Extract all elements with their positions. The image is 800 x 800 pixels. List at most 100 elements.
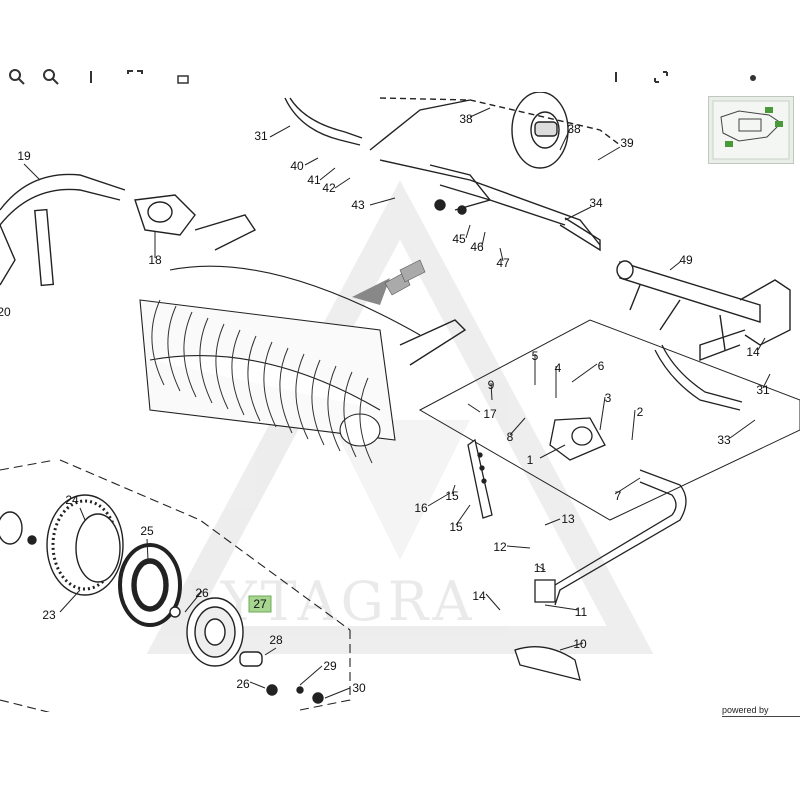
tine — [327, 365, 341, 452]
callout-29[interactable]: 29 — [323, 659, 337, 673]
callout-49[interactable]: 49 — [679, 253, 693, 267]
wheel-assembly — [0, 459, 351, 712]
highlight-part-27[interactable] — [248, 595, 272, 613]
callout-leader — [485, 593, 501, 611]
callout-leader — [490, 382, 493, 401]
callout-leader — [544, 604, 579, 611]
callout-leader — [249, 681, 266, 689]
callout-31[interactable]: 31 — [756, 383, 770, 397]
callout-28[interactable]: 28 — [269, 633, 283, 647]
callout-leader — [269, 125, 291, 138]
callout-39[interactable]: 39 — [620, 136, 634, 150]
callout-leader — [559, 128, 571, 151]
callout-12[interactable]: 12 — [493, 540, 507, 554]
callout-18[interactable]: 18 — [148, 253, 162, 267]
settings-icon[interactable] — [742, 66, 764, 88]
callout-26[interactable]: 26 — [195, 586, 209, 600]
print-icon[interactable] — [172, 66, 194, 88]
callout-leader — [369, 197, 396, 206]
callout-17[interactable]: 17 — [483, 407, 497, 421]
callout-leader — [537, 565, 546, 571]
callout-14[interactable]: 14 — [746, 345, 760, 359]
callout-11[interactable]: 11 — [575, 605, 588, 619]
callout-15[interactable]: 15 — [449, 520, 463, 534]
parts-diagram: LYTAGRA — [0, 92, 800, 712]
callout-46[interactable]: 46 — [470, 240, 484, 254]
callout-5[interactable]: 5 — [532, 349, 539, 363]
callout-14[interactable]: 14 — [472, 589, 486, 603]
callout-24[interactable]: 24 — [65, 493, 79, 507]
callout-leader — [427, 492, 451, 507]
callout-38[interactable]: 38 — [567, 122, 581, 136]
callout-leader — [499, 247, 504, 262]
linkage-assembly — [418, 319, 800, 681]
tine — [167, 305, 181, 392]
callout-leader — [481, 231, 486, 247]
zoom-out-icon[interactable] — [6, 66, 28, 88]
callout-7[interactable]: 7 — [615, 489, 622, 503]
callout-23[interactable]: 23 — [42, 608, 56, 622]
tine — [199, 317, 213, 404]
reel-tines — [151, 299, 373, 464]
callout-34[interactable]: 34 — [589, 196, 603, 210]
tine — [215, 323, 229, 410]
callout-leader — [729, 419, 756, 439]
callout-16[interactable]: 16 — [414, 501, 428, 515]
callout-leader — [334, 177, 351, 189]
callout-3[interactable]: 3 — [605, 391, 612, 405]
fit-icon[interactable] — [124, 66, 146, 88]
viewer-toolbar — [0, 62, 800, 92]
callout-25[interactable]: 25 — [140, 524, 154, 538]
zoom-in-icon[interactable] — [40, 66, 62, 88]
callout-15[interactable]: 15 — [445, 489, 459, 503]
callout-31[interactable]: 31 — [254, 129, 268, 143]
pan-icon[interactable] — [80, 66, 102, 88]
callout-41[interactable]: 41 — [307, 173, 321, 187]
callout-leader — [506, 545, 531, 549]
callout-leader — [544, 518, 561, 526]
callout-47[interactable]: 47 — [496, 256, 510, 270]
callout-leader — [146, 538, 149, 561]
callout-leader — [451, 484, 456, 495]
callout-leader — [614, 477, 641, 495]
callout-45[interactable]: 45 — [452, 232, 466, 246]
callout-10[interactable]: 10 — [573, 637, 587, 651]
callout-43[interactable]: 43 — [351, 198, 365, 212]
callout-leader — [184, 590, 203, 613]
callout-38[interactable]: 38 — [459, 112, 473, 126]
tine — [343, 371, 357, 458]
callout-1[interactable]: 1 — [527, 453, 534, 467]
callout-30[interactable]: 30 — [352, 681, 366, 695]
callout-13[interactable]: 13 — [561, 512, 575, 526]
powered-by-underline — [722, 716, 800, 717]
callout-11[interactable]: 11 — [534, 561, 547, 575]
callout-leader — [669, 261, 681, 271]
diagram-thumbnail[interactable] — [708, 96, 794, 164]
callout-leader — [79, 507, 86, 521]
callout-leader — [324, 687, 351, 699]
callout-4[interactable]: 4 — [555, 361, 562, 375]
callout-26[interactable]: 26 — [236, 677, 250, 691]
callout-2[interactable]: 2 — [637, 405, 644, 419]
callout-20[interactable]: 20 — [0, 305, 11, 319]
tine — [279, 347, 293, 434]
callout-9[interactable]: 9 — [488, 378, 495, 392]
callout-33[interactable]: 33 — [717, 433, 731, 447]
tine — [183, 311, 197, 398]
callout-19[interactable]: 19 — [17, 149, 31, 163]
callout-leader — [559, 642, 584, 651]
previous-icon[interactable] — [606, 66, 628, 88]
callout-leader — [304, 157, 319, 166]
fullscreen-icon[interactable] — [650, 66, 672, 88]
callout-leader — [467, 403, 481, 413]
highlight-part-27-label: 27 — [253, 597, 267, 611]
callout-42[interactable]: 42 — [322, 181, 336, 195]
callout-40[interactable]: 40 — [290, 159, 304, 173]
callout-leader — [757, 337, 766, 351]
callout-leader — [465, 224, 471, 239]
callout-8[interactable]: 8 — [507, 430, 514, 444]
tine — [311, 359, 325, 446]
tine — [247, 335, 261, 422]
callout-6[interactable]: 6 — [598, 359, 605, 373]
tine — [231, 329, 245, 416]
